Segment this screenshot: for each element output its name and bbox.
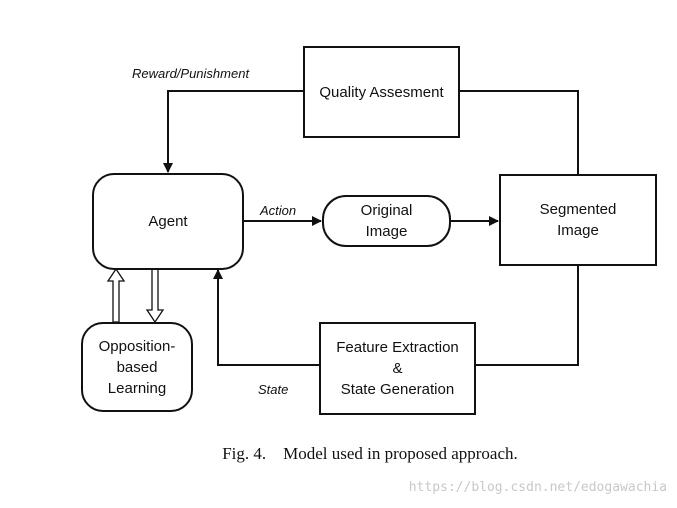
agent-to-opposition-hollow-arrow <box>145 268 165 324</box>
feature-extraction-box: Feature Extraction & State Generation <box>319 322 476 415</box>
opposition-line3: Learning <box>107 379 167 397</box>
original-image-box: Original Image <box>322 195 451 247</box>
reward-punishment-label: Reward/Punishment <box>132 66 250 81</box>
agent-label: Agent <box>148 213 188 230</box>
watermark: https://blog.csdn.net/edogawachia <box>408 480 667 495</box>
opposition-line2: based <box>116 358 158 376</box>
segmented-image-line1: Segmented <box>539 201 617 218</box>
opposition-learning-box: Opposition- based Learning <box>81 322 193 412</box>
segmented-to-quality-line <box>459 90 579 175</box>
feature-line2: & <box>392 360 403 377</box>
quality-assessment-label: Quality Assesment <box>319 83 444 101</box>
segmented-image-line2: Image <box>557 222 599 239</box>
segmented-image-box: Segmented Image <box>499 174 657 266</box>
feature-line3: State Generation <box>340 381 455 398</box>
feature-line1: Feature Extraction <box>336 339 459 356</box>
state-label: State <box>258 382 289 397</box>
opposition-line1: Opposition- <box>98 337 176 355</box>
opposition-to-agent-hollow-arrow <box>106 267 126 323</box>
original-image-line1: Original <box>360 202 413 219</box>
segmented-to-feature-line <box>475 265 579 366</box>
reward-arrow <box>163 90 304 173</box>
figure-caption: Fig. 4. Model used in proposed approach. <box>222 444 518 463</box>
agent-box: Agent <box>92 173 244 270</box>
state-arrow <box>213 269 320 366</box>
original-image-line2: Image <box>365 223 408 240</box>
quality-assessment-box: Quality Assesment <box>303 46 460 138</box>
action-label: Action <box>260 203 297 218</box>
